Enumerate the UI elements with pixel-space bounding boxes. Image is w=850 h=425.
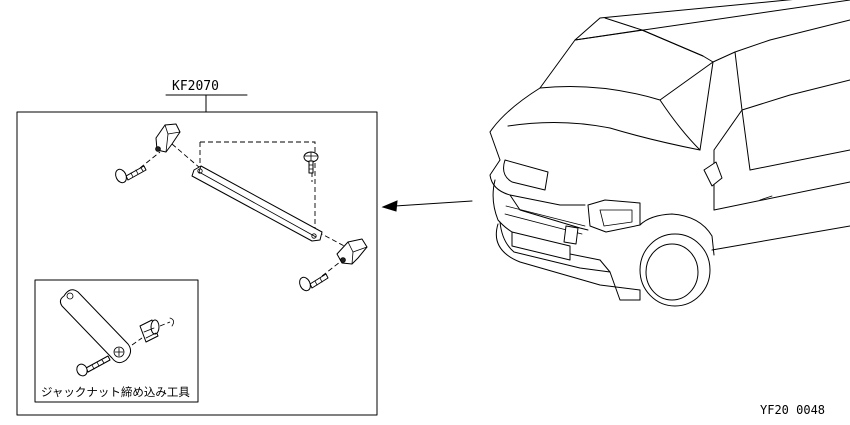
lower-mount-bolt [299, 273, 329, 292]
jack-nut-tool [59, 289, 132, 377]
jack-nut [131, 317, 174, 346]
kit-frame [16, 111, 378, 416]
left-mount-bolt [115, 165, 147, 184]
figure-code: YF20 0048 [760, 403, 825, 417]
lower-mount-bracket [336, 238, 368, 265]
alignment-dashed-lines [139, 141, 349, 277]
upper-right-bolt [303, 151, 319, 174]
location-arrow [381, 200, 473, 212]
upper-mount-bracket [155, 123, 181, 153]
tool-inset-frame [34, 279, 199, 403]
vehicle-front-view [489, 0, 850, 307]
tool-caption: ジャックナット締め込み工具 [41, 385, 190, 399]
part-number-label: KF2070 [172, 79, 219, 94]
tower-bar [191, 165, 323, 242]
part-number-leader [165, 94, 248, 113]
